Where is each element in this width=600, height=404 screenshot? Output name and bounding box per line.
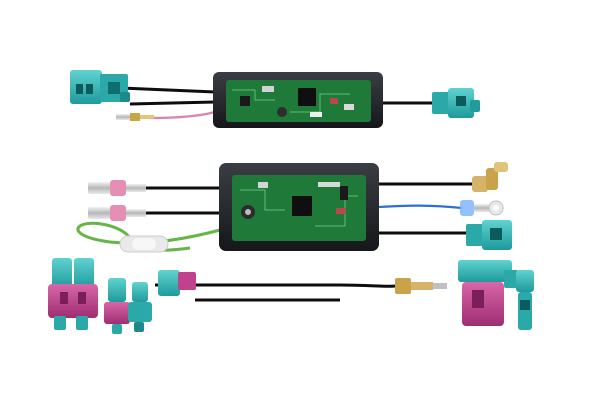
left-terminal-upper: [88, 180, 146, 196]
teal-double-connector: [70, 70, 130, 104]
green-wire-with-fuse: [76, 221, 221, 253]
blue-ring-terminal: [460, 200, 504, 216]
small-teal-connector-1: [104, 278, 130, 334]
bottom-cable: [155, 283, 396, 288]
large-teal-magenta-connector: [48, 258, 98, 330]
middle-housing: [219, 163, 379, 251]
right-small-teal-connector: [516, 270, 534, 330]
top-cables: [119, 86, 435, 120]
middle-splitter-module: [76, 162, 512, 253]
bottom-adapters: [48, 258, 534, 334]
top-housing: [213, 72, 383, 128]
top-splitter-module: [70, 70, 480, 128]
left-terminal-lower: [88, 205, 146, 221]
middle-right-teal-connector: [466, 220, 512, 250]
pin-terminal: [116, 113, 154, 121]
bottom-left-plug: [158, 270, 196, 296]
right-large-teal-magenta-connector: [458, 260, 518, 326]
gold-angled-connector: [472, 162, 508, 192]
brass-pin-adapter: [395, 278, 447, 294]
small-teal-connector-2: [128, 282, 152, 332]
top-right-teal-connector: [432, 88, 480, 118]
middle-left-cables: [145, 186, 220, 215]
middle-right-cables: [378, 182, 480, 235]
